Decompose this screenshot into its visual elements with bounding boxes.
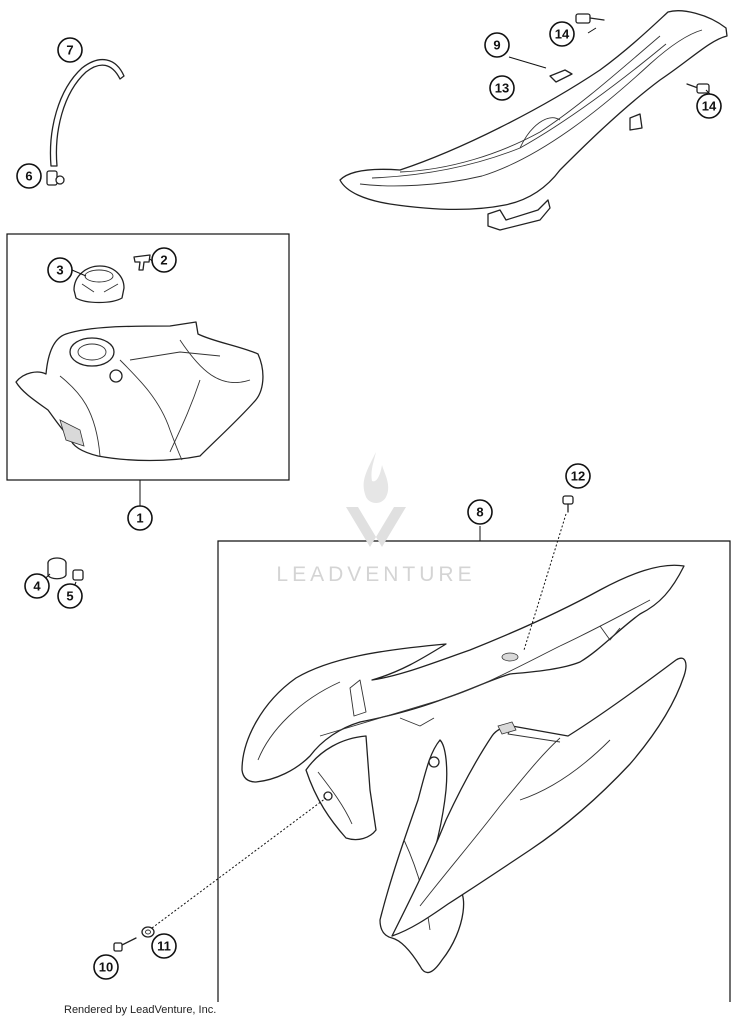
svg-text:9: 9 — [493, 38, 500, 53]
callout-2[interactable]: 2 — [151, 247, 177, 273]
svg-text:5: 5 — [66, 589, 73, 604]
watermark: LEADVENTURE — [276, 563, 476, 586]
seat-screw-rear — [686, 83, 710, 94]
svg-text:7: 7 — [66, 43, 73, 58]
panel-screw-top — [562, 495, 574, 513]
callout-11[interactable]: 11 — [151, 933, 177, 959]
svg-text:3: 3 — [56, 263, 63, 278]
callout-1[interactable]: 1 — [127, 505, 153, 531]
seat-screw-front — [575, 13, 605, 24]
front-spoiler — [305, 735, 377, 841]
svg-text:12: 12 — [571, 469, 585, 484]
svg-text:11: 11 — [157, 939, 171, 954]
svg-text:1: 1 — [136, 511, 143, 526]
svg-text:14: 14 — [555, 27, 570, 42]
seat — [339, 10, 728, 231]
fuel-tank-group-frame — [6, 233, 290, 481]
side-panel — [241, 564, 685, 783]
washer — [141, 926, 155, 938]
svg-text:2: 2 — [160, 253, 167, 268]
callout-10[interactable]: 10 — [93, 954, 119, 980]
callout-8[interactable]: 8 — [467, 499, 493, 525]
callout-14-rear[interactable]: 14 — [696, 93, 722, 119]
callout-5[interactable]: 5 — [57, 583, 83, 609]
callout-3[interactable]: 3 — [47, 257, 73, 283]
panel-screw-bottom — [113, 937, 137, 952]
svg-text:8: 8 — [476, 505, 483, 520]
svg-text:14: 14 — [702, 99, 717, 114]
cap-screw — [133, 254, 151, 271]
callout-7[interactable]: 7 — [57, 37, 83, 63]
breather-hose — [49, 58, 125, 167]
hose-valve — [46, 170, 65, 186]
svg-text:4: 4 — [33, 579, 41, 594]
rear-side-cover — [391, 657, 687, 937]
fuel-tank — [15, 321, 264, 462]
callout-14-front[interactable]: 14 — [549, 21, 575, 47]
callout-4[interactable]: 4 — [24, 573, 50, 599]
render-credit: Rendered by LeadVenture, Inc. — [64, 1004, 217, 1016]
callout-12[interactable]: 12 — [565, 463, 591, 489]
svg-text:10: 10 — [99, 960, 113, 975]
bushing — [47, 557, 67, 580]
fuel-cap — [73, 265, 125, 304]
watermark-logo-icon — [346, 452, 406, 547]
side-panel-group-frame — [217, 540, 731, 1002]
svg-text:6: 6 — [25, 169, 32, 184]
callout-9[interactable]: 9 — [484, 32, 510, 58]
callout-6[interactable]: 6 — [16, 163, 42, 189]
svg-text:13: 13 — [495, 81, 509, 96]
callout-13[interactable]: 13 — [489, 75, 515, 101]
nut — [72, 569, 84, 581]
